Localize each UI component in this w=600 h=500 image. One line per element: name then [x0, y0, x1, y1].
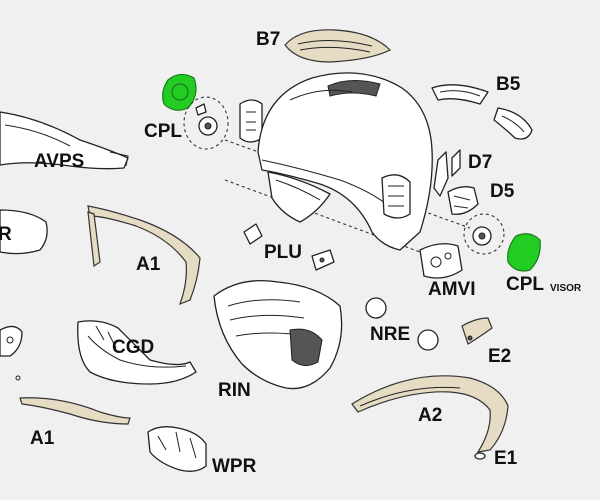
label-amvi: AMVI: [428, 279, 476, 300]
rear-vent-part: [431, 84, 533, 140]
label-a2: A2: [418, 405, 442, 426]
label-a1-top: A1: [136, 254, 161, 275]
rin-part: [213, 279, 343, 390]
visor-pivot-part: [463, 213, 505, 255]
label-cpl-visor-main: CPL: [506, 274, 544, 295]
r-part: [0, 209, 48, 255]
amvi-part: [419, 243, 463, 279]
label-d7: D7: [468, 152, 492, 173]
cpl-mechanism-part: [183, 96, 263, 150]
label-b7: B7: [256, 29, 280, 50]
label-cpl-visor: CPL: [506, 274, 544, 295]
pivot-axis-line: [224, 179, 421, 253]
a1-bottom-strip-part: [15, 375, 131, 425]
label-plu: PLU: [264, 242, 302, 263]
helmet-shell: [257, 72, 433, 251]
side-clip-part: [0, 325, 23, 357]
label-e1: E1: [494, 448, 518, 469]
plu-part: [243, 223, 335, 271]
label-cgd: CGD: [112, 337, 154, 358]
label-d5: D5: [490, 181, 515, 202]
label-avps: AVPS: [34, 151, 84, 172]
label-rin: RIN: [218, 380, 251, 401]
cgd-part: [77, 320, 197, 385]
cpl-pivot-left-part: [162, 73, 197, 111]
top-vent-part: [284, 29, 392, 63]
d7-part: [433, 149, 461, 197]
label-cpl-visor-sub: VISOR: [550, 283, 582, 294]
a2-part: [351, 375, 509, 453]
d5-part: [447, 186, 479, 215]
label-b5: B5: [496, 74, 521, 95]
wpr-part: [147, 426, 207, 472]
e2-part: [461, 317, 493, 345]
a1-top-strip-part: [87, 205, 201, 306]
e1-part: [474, 452, 486, 460]
cpl-visor-right-part: [507, 233, 541, 272]
label-a1-bottom: A1: [30, 428, 55, 449]
label-r: R: [0, 224, 12, 245]
label-cpl: CPL: [144, 121, 182, 142]
avps-visor-part: [0, 111, 129, 170]
label-nre: NRE: [370, 324, 410, 345]
label-e2: E2: [488, 346, 511, 367]
nre-part: [365, 297, 439, 351]
label-wpr: WPR: [212, 456, 257, 477]
